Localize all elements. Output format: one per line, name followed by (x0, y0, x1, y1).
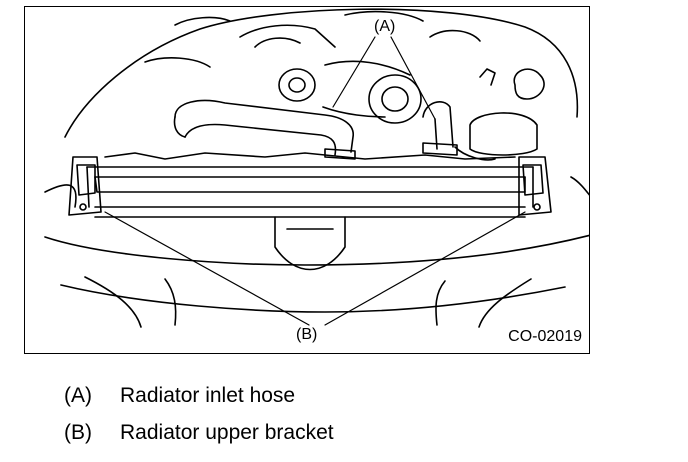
figure-code: CO-02019 (507, 328, 583, 345)
legend-text-upper-bracket: Radiator upper bracket (120, 421, 334, 444)
radiator-line-drawing (44, 8, 589, 328)
callout-label-b: (B) (295, 326, 319, 343)
legend-item-upper-bracket: (B) Radiator upper bracket (64, 421, 334, 445)
callout-label-a: (A) (373, 18, 397, 35)
engine-bay-illustration: (A) (B) CO-02019 (24, 6, 590, 354)
legend-text-inlet-hose: Radiator inlet hose (120, 384, 296, 407)
legend-key-a: (A) (64, 384, 92, 407)
legend-item-inlet-hose: (A) Radiator inlet hose (64, 384, 295, 408)
legend-key-b: (B) (64, 421, 92, 444)
